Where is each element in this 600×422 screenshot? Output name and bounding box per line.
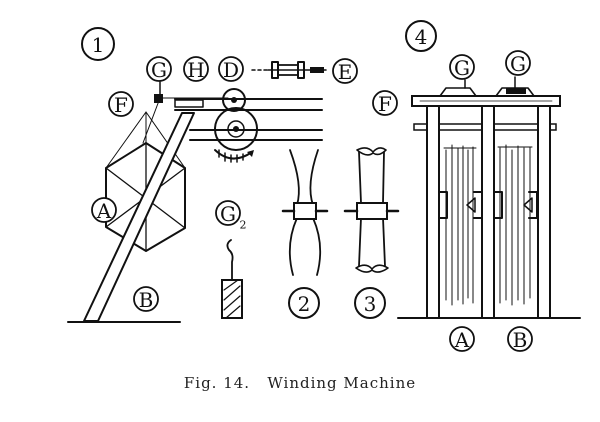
svg-text:G: G bbox=[510, 52, 526, 76]
svg-text:G: G bbox=[454, 56, 470, 80]
guide-pulley bbox=[154, 81, 229, 108]
yarn-hank-b bbox=[497, 144, 533, 306]
label-p4-a: A bbox=[449, 326, 475, 352]
figure-caption: Fig. 14. Winding Machine bbox=[184, 374, 416, 392]
label-b: B bbox=[133, 286, 159, 312]
label-p4-g2: G bbox=[505, 50, 531, 76]
panel-1-number: 1 bbox=[92, 33, 105, 57]
label-a: A bbox=[91, 197, 117, 223]
frame-rails bbox=[174, 98, 323, 141]
label-p4-g1: G bbox=[449, 54, 475, 80]
stretcher-3 bbox=[343, 147, 400, 273]
panel-3: 3 bbox=[343, 147, 400, 319]
svg-text:F: F bbox=[378, 92, 392, 116]
label-p4-b: B bbox=[507, 326, 533, 352]
svg-text:2: 2 bbox=[298, 292, 311, 316]
drive-wheels bbox=[214, 88, 258, 163]
label-e: E bbox=[332, 58, 358, 84]
svg-text:H: H bbox=[187, 58, 204, 82]
svg-text:A: A bbox=[454, 328, 470, 352]
bobbin-spindle bbox=[251, 61, 327, 79]
yarn-hank-a bbox=[443, 144, 477, 306]
svg-text:3: 3 bbox=[364, 292, 377, 316]
svg-text:A: A bbox=[96, 199, 112, 223]
label-p4-f: F bbox=[372, 90, 398, 116]
panel-1: 1 G H D E F bbox=[67, 27, 358, 323]
stretcher-2 bbox=[281, 149, 329, 276]
svg-text:B: B bbox=[139, 288, 154, 312]
svg-text:G: G bbox=[220, 202, 236, 226]
label-f: F bbox=[108, 91, 134, 117]
svg-text:F: F bbox=[114, 93, 128, 117]
svg-text:2: 2 bbox=[240, 219, 247, 232]
label-g2: G 2 bbox=[215, 200, 247, 232]
svg-text:4: 4 bbox=[415, 25, 428, 49]
swift-reel bbox=[105, 97, 186, 252]
svg-text:D: D bbox=[223, 58, 239, 82]
label-d: D bbox=[218, 56, 244, 82]
panel-2-marker: 2 bbox=[288, 287, 320, 319]
panel-4: 4 G G F bbox=[372, 20, 581, 352]
svg-text:E: E bbox=[338, 60, 353, 84]
hank-clamps bbox=[438, 191, 538, 219]
label-h: H bbox=[183, 56, 209, 82]
weight-g2 bbox=[221, 239, 243, 319]
panel-4-marker: 4 bbox=[405, 20, 437, 52]
label-g: G bbox=[146, 56, 172, 82]
panel-2: 2 bbox=[281, 149, 329, 319]
svg-text:B: B bbox=[513, 328, 528, 352]
panel-1-marker: 1 bbox=[81, 27, 115, 61]
svg-text:G: G bbox=[151, 58, 167, 82]
panel-3-marker: 3 bbox=[354, 287, 386, 319]
